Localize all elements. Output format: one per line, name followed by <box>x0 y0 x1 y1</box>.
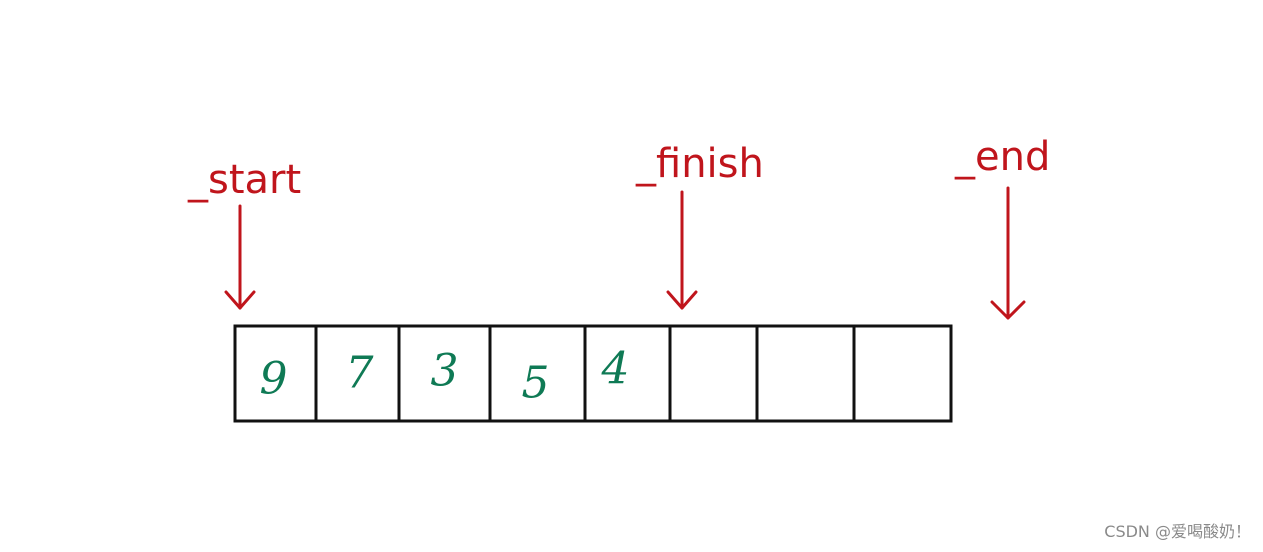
finish-pointer-arrow <box>666 190 698 310</box>
csdn-watermark: CSDN @爱喝酸奶！ <box>1104 522 1251 541</box>
array-cell-value-0: 9 <box>260 354 288 405</box>
array-cell-5 <box>668 324 759 423</box>
array-cell-value-1: 7 <box>346 348 374 399</box>
finish-pointer-label: _finish <box>636 141 764 187</box>
array-cell-7 <box>852 324 953 423</box>
array-cell-value-4: 4 <box>601 344 630 395</box>
end-pointer-label: _end <box>955 134 1051 180</box>
end-pointer-arrow <box>990 186 1026 320</box>
start-pointer-label: _start <box>188 157 302 203</box>
array-cell-value-2: 3 <box>431 346 459 397</box>
array-cell-value-3: 5 <box>522 358 550 409</box>
array-cell-6 <box>755 324 856 423</box>
start-pointer-arrow <box>224 204 256 310</box>
